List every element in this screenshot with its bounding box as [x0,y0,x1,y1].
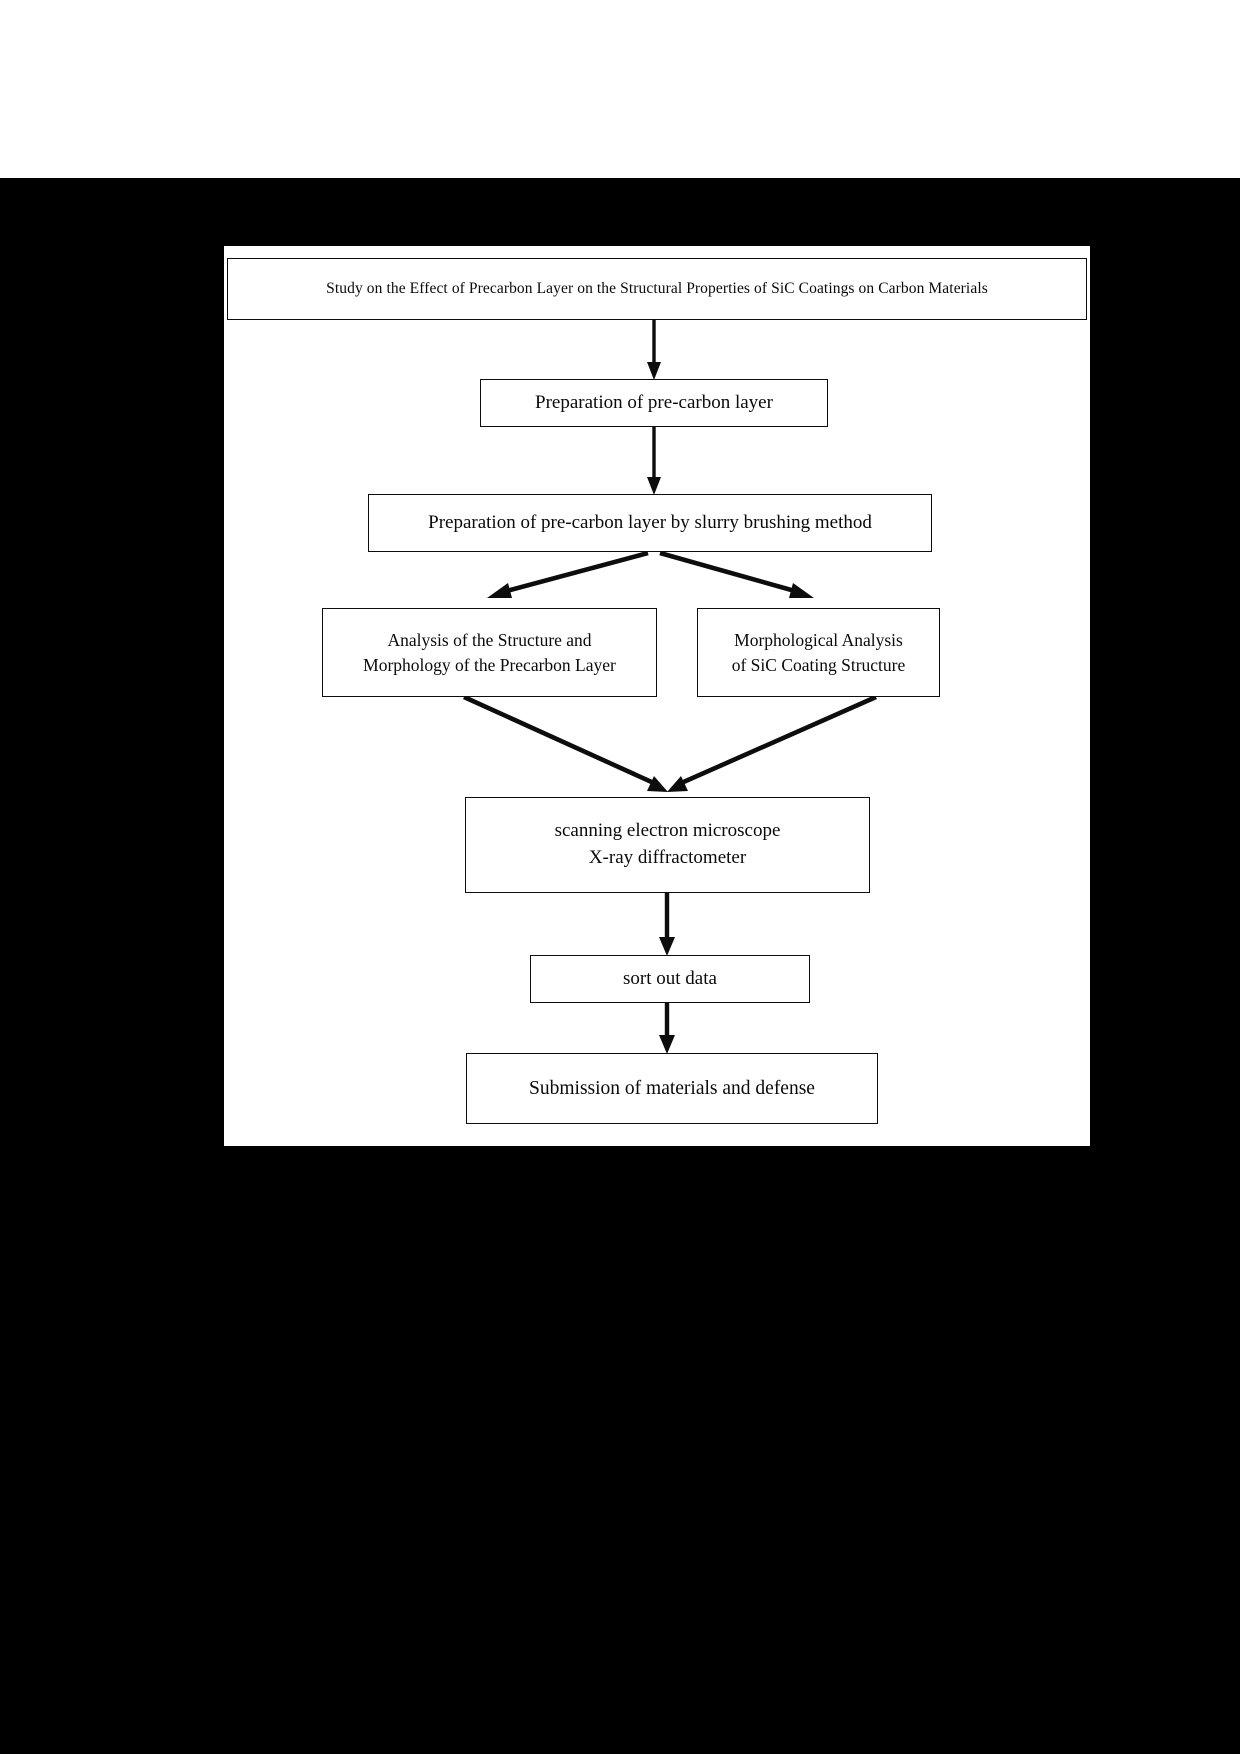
node-sort-out-data[interactable]: sort out data [530,955,810,1003]
node-prep-line-1: Preparation of pre-carbon layer [535,391,773,413]
black-field-left [0,246,224,1146]
edge-slurry-to-morph [659,550,814,598]
node-sort-line-1: sort out data [623,967,717,989]
node-analysis-line-2: Morphology of the Precarbon Layer [363,654,616,675]
node-instr-line-1: scanning electron microscope [554,820,781,842]
node-instruments-sem-xrd[interactable]: scanning electron microscope X-ray diffr… [465,797,870,893]
black-field-right [1090,246,1240,1146]
edge-instr-to-sort [659,893,675,956]
node-morphological-analysis-sic[interactable]: Morphological Analysis of SiC Coating St… [697,608,940,697]
node-morph-line-2: of SiC Coating Structure [731,654,906,675]
flowchart-panel: Study on the Effect of Precarbon Layer o… [224,246,1090,1146]
node-preparation-of-pre-carbon-layer[interactable]: Preparation of pre-carbon layer [480,379,828,427]
black-field-lower [0,1146,1240,1754]
edge-sort-to-submit [659,1003,675,1054]
black-field-upper [0,178,1240,246]
node-submit-line-1: Submission of materials and defense [529,1077,815,1099]
edge-title-to-prep [647,320,661,380]
node-slurry-line-1: Preparation of pre-carbon layer by slurr… [428,511,872,533]
node-structure-morphology-analysis[interactable]: Analysis of the Structure and Morphology… [322,608,657,697]
node-analysis-line-1: Analysis of the Structure and [387,629,592,650]
edge-slurry-to-analysis [487,550,649,598]
node-submission-and-defense[interactable]: Submission of materials and defense [466,1053,878,1124]
node-title[interactable]: Study on the Effect of Precarbon Layer o… [227,258,1087,320]
node-title-text: Study on the Effect of Precarbon Layer o… [326,280,988,297]
node-slurry-brushing-method[interactable]: Preparation of pre-carbon layer by slurr… [368,494,932,552]
node-morph-line-1: Morphological Analysis [734,629,903,650]
edge-prep-to-slurry [647,427,661,495]
edge-analysis-to-instr [463,694,668,792]
node-instr-line-2: X-ray diffractometer [588,847,747,868]
edge-morph-to-instr [667,694,877,792]
